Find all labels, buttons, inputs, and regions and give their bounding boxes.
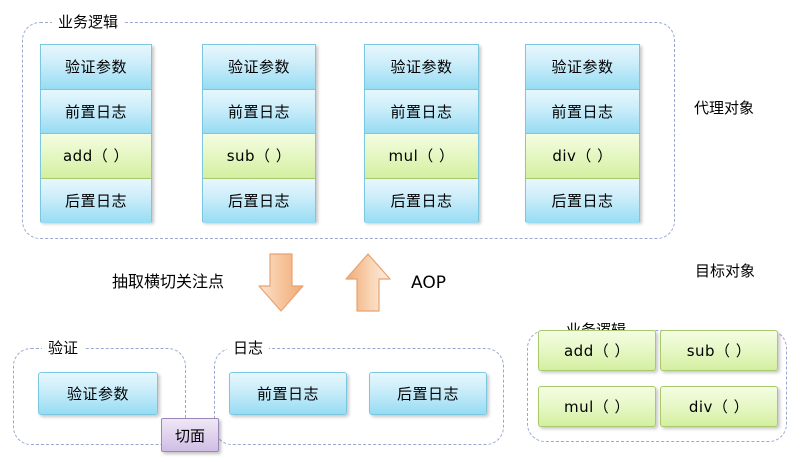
proxy-business-logic-group-label: 业务逻辑 — [52, 14, 125, 30]
target-method-div: div（ ） — [660, 386, 778, 427]
target-object-label: 目标对象 — [695, 262, 756, 280]
stack-cell-after-log: 后置日志 — [41, 178, 151, 223]
stack-cell-method: sub（ ） — [203, 134, 315, 179]
stack-cell-validate: 验证参数 — [526, 45, 639, 90]
extract-crosscutting-label: 抽取横切关注点 — [112, 272, 225, 291]
proxy-method-stack: 验证参数 前置日志 mul（ ） 后置日志 — [364, 44, 479, 223]
target-business-logic-group — [527, 330, 787, 442]
stack-cell-after-log: 后置日志 — [203, 178, 315, 223]
target-method-sub: sub（ ） — [660, 330, 778, 371]
aspect-badge: 切面 — [161, 418, 219, 452]
up-arrow — [345, 253, 391, 312]
proxy-business-logic-group — [22, 22, 675, 239]
stack-cell-validate: 验证参数 — [41, 45, 151, 90]
proxy-method-stack: 验证参数 前置日志 div（ ） 后置日志 — [525, 44, 640, 223]
stack-cell-method: add（ ） — [41, 134, 151, 179]
stack-cell-after-log: 后置日志 — [526, 178, 639, 223]
stack-cell-before-log: 前置日志 — [41, 89, 151, 134]
proxy-method-stack: 验证参数 前置日志 add（ ） 后置日志 — [40, 44, 152, 223]
stack-cell-before-log: 前置日志 — [203, 89, 315, 134]
validate-aspect-group-label: 验证 — [42, 340, 85, 356]
before-log-box: 前置日志 — [229, 372, 347, 415]
target-method-mul: mul（ ） — [538, 386, 656, 427]
proxy-method-stack: 验证参数 前置日志 sub（ ） 后置日志 — [202, 44, 316, 223]
down-arrow — [258, 253, 304, 312]
stack-cell-before-log: 前置日志 — [365, 89, 478, 134]
target-method-add: add（ ） — [538, 330, 656, 371]
stack-cell-before-log: 前置日志 — [526, 89, 639, 134]
log-aspect-group — [214, 348, 504, 445]
stack-cell-validate: 验证参数 — [365, 45, 478, 90]
stack-cell-method: div（ ） — [526, 134, 639, 179]
aop-label: AOP — [411, 273, 446, 293]
log-aspect-group-label: 日志 — [227, 340, 270, 356]
validate-param-box: 验证参数 — [38, 372, 158, 415]
stack-cell-method: mul（ ） — [365, 134, 478, 179]
proxy-object-label: 代理对象 — [694, 99, 755, 117]
validate-aspect-group — [13, 348, 186, 445]
stack-cell-validate: 验证参数 — [203, 45, 315, 90]
after-log-box: 后置日志 — [369, 372, 487, 415]
stack-cell-after-log: 后置日志 — [365, 178, 478, 223]
